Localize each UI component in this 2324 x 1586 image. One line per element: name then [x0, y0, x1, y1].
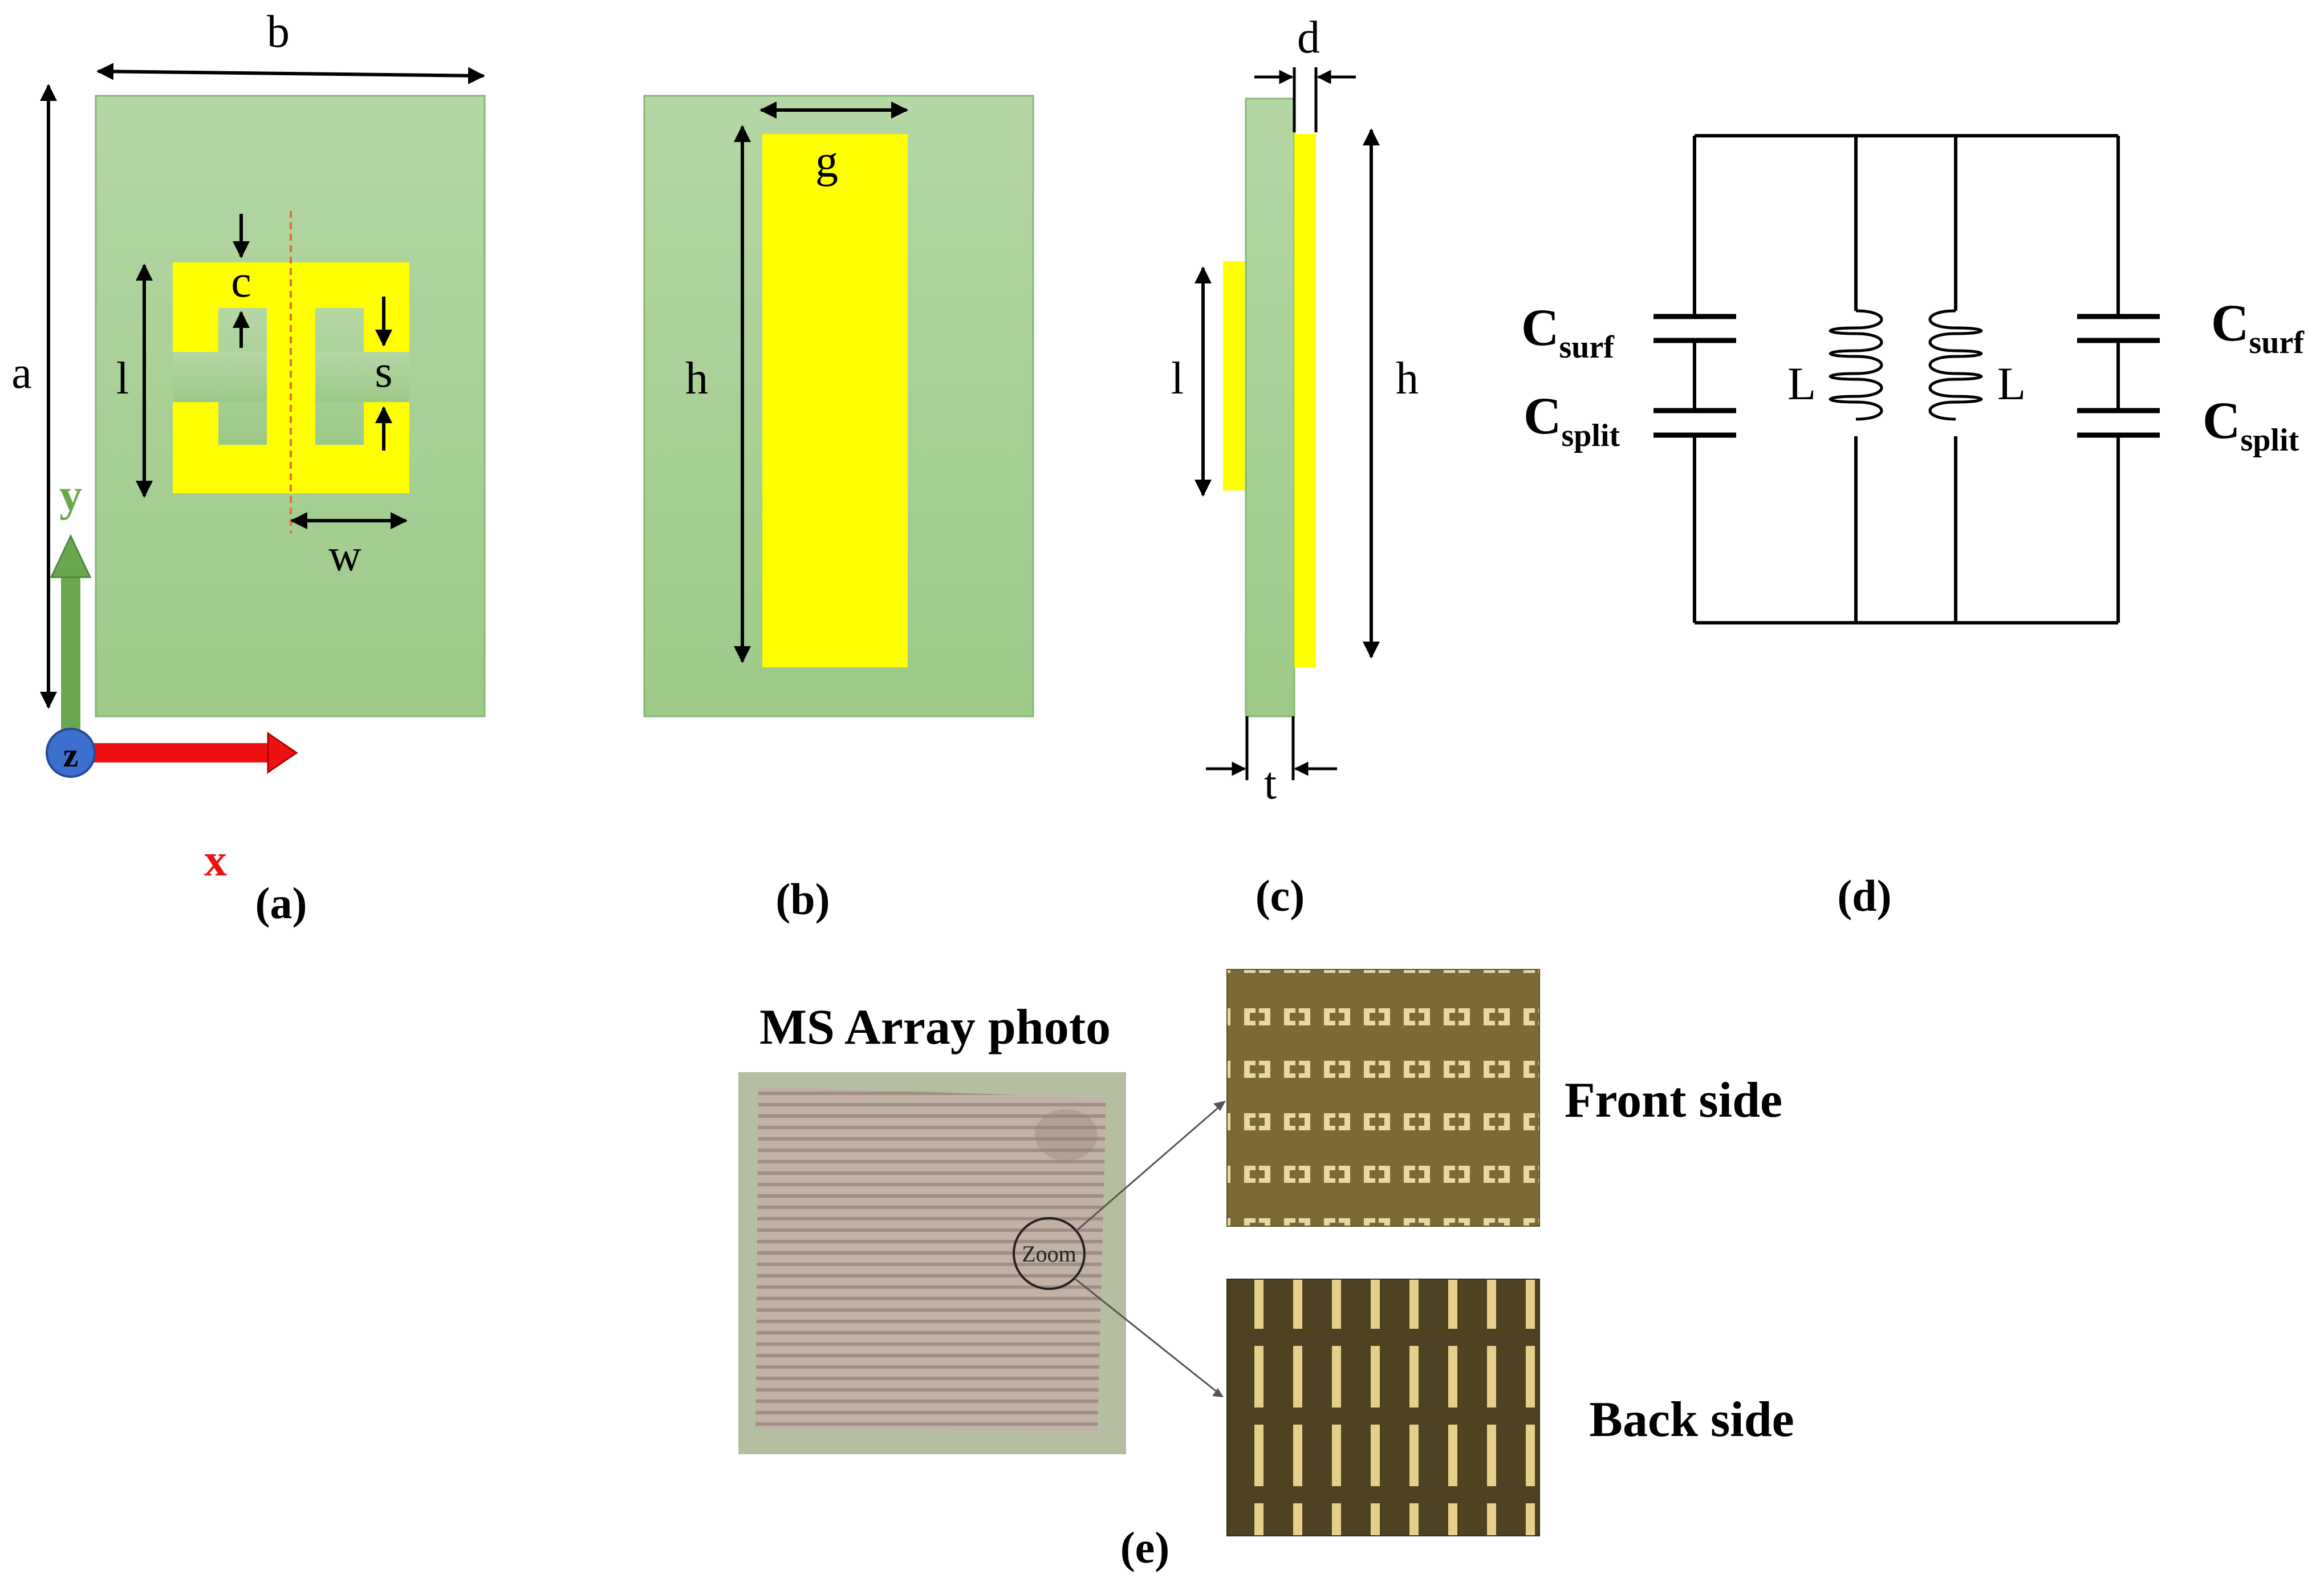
dim-t-label: t [1264, 758, 1277, 809]
panel-d-labels: Csurf Csplit L L Csurf Csplit (d) [1521, 294, 2305, 920]
caption-a: (a) [255, 878, 307, 928]
caption-b: (b) [775, 874, 830, 924]
front-side-photo [1226, 969, 1540, 1227]
zoom-circle[interactable] [1013, 1217, 1086, 1290]
x-axis-head [267, 732, 298, 774]
inductor-right-label: L [1997, 358, 2026, 409]
caption-d: (d) [1837, 871, 1891, 920]
array-photo [755, 1086, 1106, 1431]
zoom-label: Zoom [1022, 1241, 1076, 1267]
panel-e: MS Array photo Zoom Front side Back side… [738, 969, 1794, 1572]
caption-c: (c) [1256, 871, 1305, 920]
dim-b-label: b [267, 7, 290, 57]
dim-w-label: w [328, 530, 361, 581]
axis-y-label: y [59, 470, 82, 521]
front-metal-c [1223, 261, 1245, 490]
resonator-left-gap [173, 352, 267, 402]
dim-h-label-c: h [1396, 354, 1419, 404]
y-axis-head [50, 534, 92, 578]
zoom-line-back-head [1212, 1388, 1224, 1397]
zoom-line-front-head [1213, 1101, 1226, 1111]
dim-s-label: s [375, 347, 392, 397]
caption-e: (e) [1120, 1523, 1170, 1572]
panel-d [1653, 134, 2160, 624]
back-side-label: Back side [1589, 1392, 1794, 1447]
dim-h-label: h [685, 354, 708, 404]
back-side-photo [1226, 1279, 1540, 1536]
inductor-1 [1829, 309, 1883, 421]
dim-c-label: c [231, 257, 251, 307]
zoom-line-front [1076, 1102, 1224, 1232]
strip-b [762, 134, 908, 667]
z-axis-dot [46, 728, 96, 778]
back-metal-c [1294, 134, 1316, 667]
inductor-2 [1928, 309, 1983, 421]
panel-a: b a l c s w y x z (a) [11, 7, 486, 928]
dim-g-label: g [815, 137, 838, 187]
axis-z-label: z [63, 736, 79, 774]
c-split-left-label: Csplit [1523, 387, 1620, 453]
resonator-right-gap [315, 352, 409, 402]
dim-d-label: d [1297, 13, 1320, 63]
inductor-left-label: L [1787, 358, 1816, 409]
array-photo-shade [1035, 1109, 1098, 1161]
dim-l-label: l [116, 354, 129, 404]
dim-a-label: a [11, 348, 32, 398]
front-side-label: Front side [1565, 1073, 1782, 1128]
x-axis-arrow [86, 743, 274, 762]
c-surf-left-label: Csurf [1521, 298, 1615, 365]
zoom-line-back [1074, 1277, 1221, 1396]
panel-b: g h (b) [643, 95, 1034, 924]
panel-c: d l h t (c) [1171, 13, 1419, 920]
photo-title: MS Array photo [759, 1000, 1111, 1055]
axis-x-label: x [204, 835, 227, 886]
dim-b-arrow [96, 63, 485, 84]
c-surf-right-label: Csurf [2211, 294, 2305, 360]
c-split-right-label: Csplit [2203, 391, 2299, 458]
y-axis-arrow [61, 576, 80, 753]
substrate-c [1245, 98, 1295, 717]
dim-l-label-c: l [1171, 354, 1184, 404]
